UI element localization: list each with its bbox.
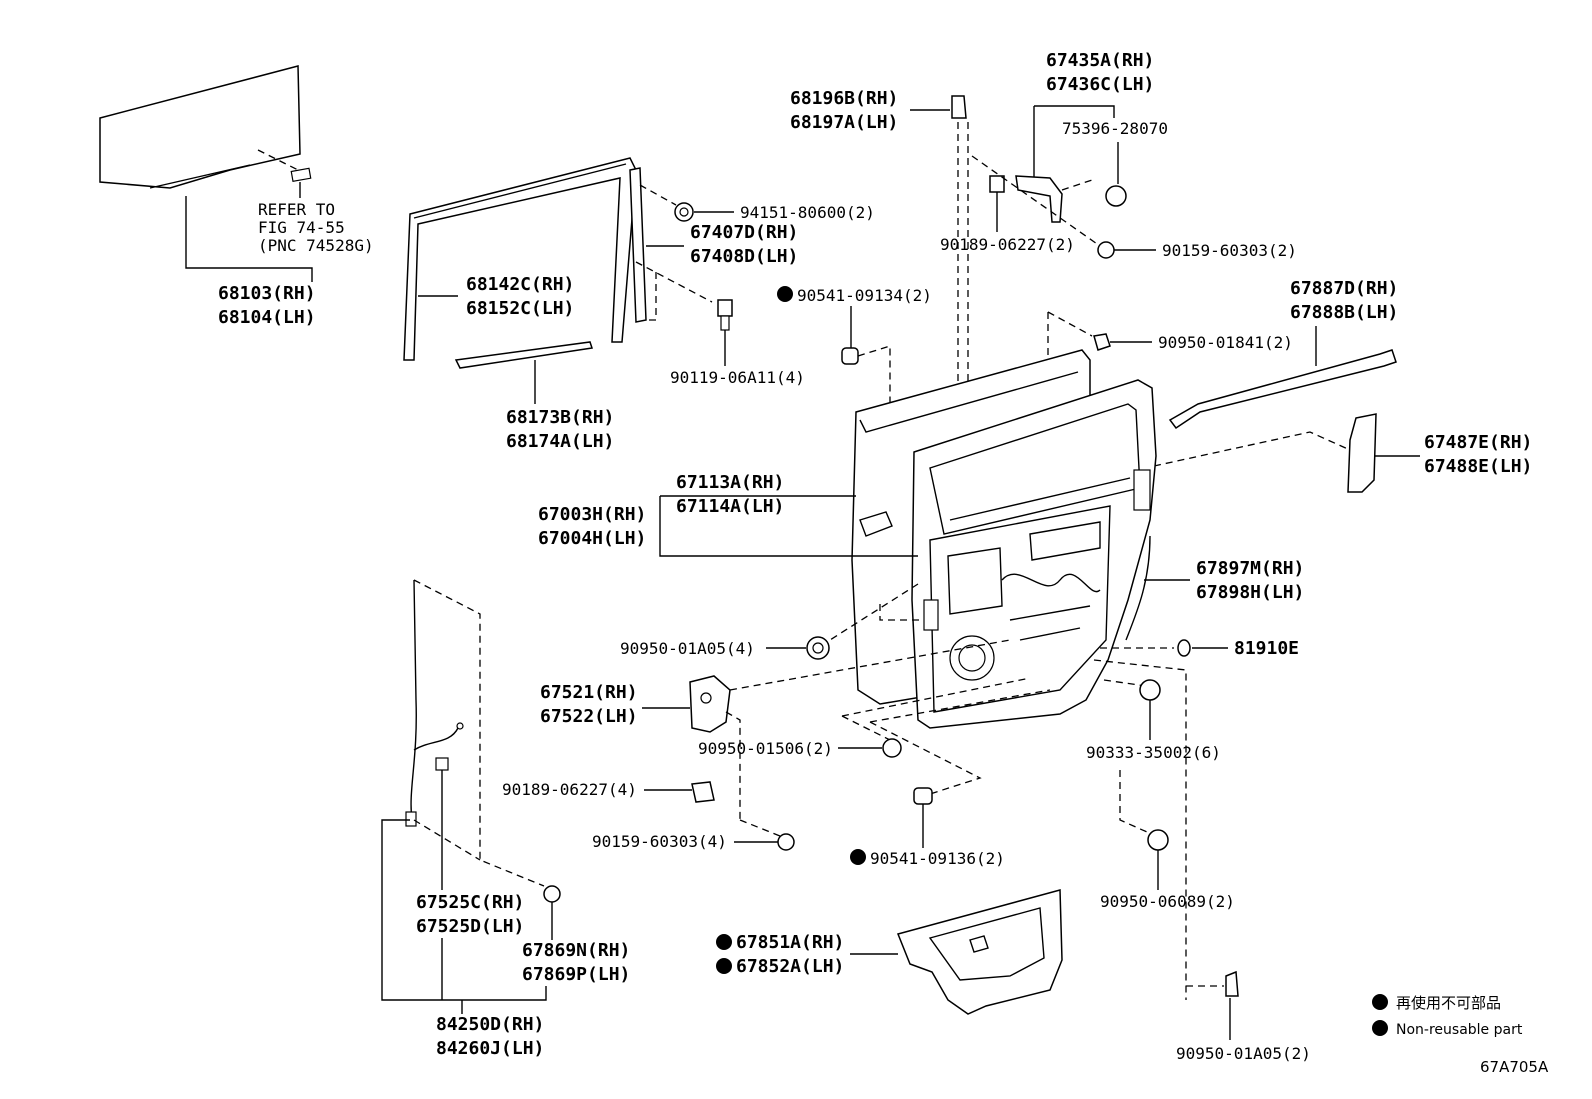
upper-rail-67887[interactable] bbox=[1168, 349, 1397, 430]
label-67869p[interactable]: 67869P(LH) bbox=[522, 964, 630, 985]
label-90189b[interactable]: 90189-06227(4) bbox=[502, 780, 637, 799]
legend-marker-en bbox=[1372, 1020, 1388, 1036]
non-reusable-mark bbox=[716, 958, 732, 974]
door-panel-67003[interactable] bbox=[851, 349, 1157, 729]
label-67851[interactable]: 67851A(RH) bbox=[736, 932, 844, 953]
label-90950b[interactable]: 90950-01A05(4) bbox=[620, 639, 755, 658]
label-90950e[interactable]: 90950-01A05(2) bbox=[1176, 1044, 1311, 1063]
legend-en: Non-reusable part bbox=[1396, 1022, 1523, 1038]
clip-90950a[interactable] bbox=[1093, 333, 1111, 351]
refer-line2: FIG 74-55 bbox=[258, 218, 345, 237]
label-90189a[interactable]: 90189-06227(2) bbox=[940, 235, 1075, 254]
label-90333[interactable]: 90333-35002(6) bbox=[1086, 743, 1221, 762]
label-67525d[interactable]: 67525D(LH) bbox=[416, 916, 524, 937]
label-90159b[interactable]: 90159-60303(4) bbox=[592, 832, 727, 851]
non-reusable-mark bbox=[777, 286, 793, 302]
plug-90541a[interactable] bbox=[841, 347, 859, 365]
legend-jp: 再使用不可部品 bbox=[1396, 994, 1501, 1012]
screw-90159b[interactable] bbox=[777, 833, 795, 851]
label-90950d[interactable]: 90950-06089(2) bbox=[1100, 892, 1235, 911]
grommet-90950b[interactable] bbox=[806, 636, 830, 660]
bracket-67521[interactable] bbox=[689, 675, 731, 733]
clip-90950c[interactable] bbox=[882, 738, 902, 758]
label-94151[interactable]: 94151-80600(2) bbox=[740, 203, 875, 222]
label-67521[interactable]: 67521(RH) bbox=[540, 682, 638, 703]
label-90541b[interactable]: 90541-09136(2) bbox=[870, 849, 1005, 868]
screw-90159a[interactable] bbox=[1097, 241, 1115, 259]
diagram-id: 67A705A bbox=[1480, 1058, 1549, 1076]
label-68173[interactable]: 68173B(RH) bbox=[506, 407, 614, 428]
weatherstrip-67897[interactable] bbox=[1125, 535, 1151, 641]
hinge-67435[interactable] bbox=[1015, 175, 1063, 223]
plug-90541b[interactable] bbox=[913, 787, 933, 805]
label-75396[interactable]: 75396-28070 bbox=[1062, 119, 1168, 138]
label-67852[interactable]: 67852A(LH) bbox=[736, 956, 844, 977]
refer-line1: REFER TO bbox=[258, 200, 335, 219]
plug-90950d[interactable] bbox=[1147, 829, 1169, 851]
lamp-81910[interactable] bbox=[1177, 639, 1191, 657]
label-67436[interactable]: 67436C(LH) bbox=[1046, 74, 1154, 95]
label-67003[interactable]: 67003H(RH) bbox=[538, 504, 646, 525]
label-84260[interactable]: 84260J(LH) bbox=[436, 1038, 544, 1059]
belt-weatherstrip-part[interactable] bbox=[454, 341, 593, 369]
non-reusable-mark bbox=[716, 934, 732, 950]
roller-75396[interactable] bbox=[1105, 185, 1127, 207]
label-67407[interactable]: 67407D(RH) bbox=[690, 222, 798, 243]
label-68174[interactable]: 68174A(LH) bbox=[506, 431, 614, 452]
label-90541a[interactable]: 90541-09134(2) bbox=[797, 286, 932, 305]
label-67869n[interactable]: 67869N(RH) bbox=[522, 940, 630, 961]
grommet-67869[interactable] bbox=[543, 885, 561, 903]
label-67114[interactable]: 67114A(LH) bbox=[676, 496, 784, 517]
label-68103[interactable]: 68103(RH) bbox=[218, 283, 316, 304]
bolt-90189a[interactable] bbox=[989, 175, 1005, 193]
label-68197[interactable]: 68197A(LH) bbox=[790, 112, 898, 133]
label-90159a[interactable]: 90159-60303(2) bbox=[1162, 241, 1297, 260]
garnish-67487[interactable] bbox=[1347, 413, 1377, 493]
plug-90333[interactable] bbox=[1139, 679, 1161, 701]
non-reusable-mark bbox=[850, 849, 866, 865]
label-67525c[interactable]: 67525C(RH) bbox=[416, 892, 524, 913]
run-channel-part[interactable] bbox=[403, 157, 637, 361]
label-68152[interactable]: 68152C(LH) bbox=[466, 298, 574, 319]
service-cover-67851[interactable] bbox=[896, 889, 1063, 1015]
label-67897[interactable]: 67897M(RH) bbox=[1196, 558, 1304, 579]
label-67488[interactable]: 67488E(LH) bbox=[1424, 456, 1532, 477]
label-67408[interactable]: 67408D(LH) bbox=[690, 246, 798, 267]
label-67004[interactable]: 67004H(LH) bbox=[538, 528, 646, 549]
refer-line3: (PNC 74528G) bbox=[258, 236, 374, 255]
bolt-90119[interactable] bbox=[717, 299, 733, 331]
label-67487[interactable]: 67487E(RH) bbox=[1424, 432, 1532, 453]
label-90119[interactable]: 90119-06A11(4) bbox=[670, 368, 805, 387]
label-67898[interactable]: 67898H(LH) bbox=[1196, 582, 1304, 603]
frame-moulding-part[interactable] bbox=[629, 167, 647, 323]
label-90950c[interactable]: 90950-01506(2) bbox=[698, 739, 833, 758]
label-67522[interactable]: 67522(LH) bbox=[540, 706, 638, 727]
label-68142[interactable]: 68142C(RH) bbox=[466, 274, 574, 295]
label-68196[interactable]: 68196B(RH) bbox=[790, 88, 898, 109]
nut-94151[interactable] bbox=[674, 202, 694, 222]
clip-68196[interactable] bbox=[951, 95, 967, 119]
legend: 再使用不可部品 Non-reusable part bbox=[1372, 994, 1523, 1038]
door-glass-part[interactable] bbox=[99, 65, 312, 189]
label-84250[interactable]: 84250D(RH) bbox=[436, 1014, 544, 1035]
clip-90950e[interactable] bbox=[1225, 970, 1239, 997]
label-90950a[interactable]: 90950-01841(2) bbox=[1158, 333, 1293, 352]
bolt-90189b[interactable] bbox=[691, 781, 715, 803]
wire-harness-84250[interactable] bbox=[405, 579, 464, 827]
label-67887[interactable]: 67887D(RH) bbox=[1290, 278, 1398, 299]
label-67435[interactable]: 67435A(RH) bbox=[1046, 50, 1154, 71]
label-67888[interactable]: 67888B(LH) bbox=[1290, 302, 1398, 323]
label-67113[interactable]: 67113A(RH) bbox=[676, 472, 784, 493]
legend-marker-jp bbox=[1372, 994, 1388, 1010]
label-68104[interactable]: 68104(LH) bbox=[218, 307, 316, 328]
label-81910[interactable]: 81910E bbox=[1234, 638, 1299, 659]
